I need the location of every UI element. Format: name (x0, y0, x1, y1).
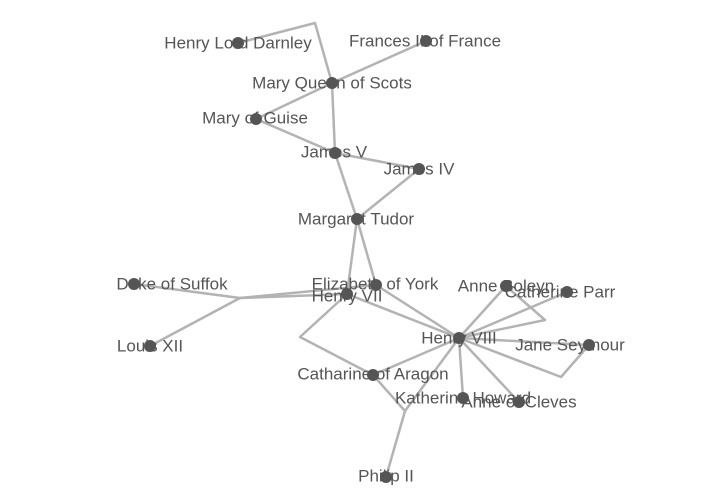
edge-henry8-howard (457, 337, 465, 399)
node-margaret[interactable] (351, 213, 363, 225)
node-aragon[interactable] (367, 369, 379, 381)
edge-henry8-parr (458, 290, 568, 340)
node-label-guise: Mary of Guise (202, 108, 308, 127)
edge-henry7-aragon (298, 293, 374, 377)
node-label-parr: Catherine Parr (505, 282, 616, 301)
edge-boleyn-henry8-b (458, 285, 547, 340)
node-seymour[interactable] (583, 339, 595, 351)
edge-henry8-seymour (458, 336, 590, 347)
node-label-mqs: Mary Queen of Scots (252, 73, 412, 92)
node-label-james5: James V (301, 142, 368, 161)
edge-henry8-boleyn (458, 285, 507, 339)
edge-margaret-henry7 (345, 218, 359, 295)
node-louis12[interactable] (144, 340, 156, 352)
edge-james4-margaret (356, 168, 420, 220)
edge-margaret-elizabeth (355, 218, 378, 286)
node-boleyn[interactable] (500, 280, 512, 292)
node-label-james4: James IV (384, 159, 456, 178)
node-guise[interactable] (250, 113, 262, 125)
node-label-suffolk: Duke of Suffok (116, 274, 228, 293)
edge-mqs-james5 (330, 82, 337, 154)
edge-james5-james4 (334, 151, 420, 171)
node-elizabeth[interactable] (370, 279, 382, 291)
edge-darnley-mqs (237, 21, 334, 84)
node-darnley[interactable] (232, 37, 244, 49)
edge-henry8-philip2 (403, 337, 461, 412)
node-label-cleves: Anne of Cleves (461, 392, 576, 411)
node-james5[interactable] (329, 147, 341, 159)
node-label-boleyn: Anne Boleyn (458, 276, 554, 295)
node-label-henry7: Henry VII (312, 286, 383, 305)
node-label-margaret: Margaret Tudor (298, 209, 415, 228)
edge-james5-margaret (333, 152, 359, 220)
node-mqs[interactable] (326, 77, 338, 89)
node-suffolk[interactable] (128, 278, 140, 290)
nodes-layer (128, 35, 595, 483)
edge-elizabeth-henry8 (375, 283, 460, 340)
node-label-elizabeth: Elizabeth of York (312, 274, 439, 293)
node-parr[interactable] (561, 286, 573, 298)
node-label-henry8: Henry VIII (421, 328, 497, 347)
node-label-aragon: Catharine of Aragon (297, 364, 448, 383)
edge-aragon-henry8 (372, 336, 460, 377)
labels-layer: Henry Lord Darnley Frances II of FranceMa… (116, 31, 625, 485)
node-philip2[interactable] (380, 471, 392, 483)
edge-henry8-cleves (458, 337, 520, 403)
edge-henry7-henry8 (346, 292, 460, 340)
edge-louis12-henry7 (149, 283, 377, 348)
node-label-seymour: Jane Seymour (515, 335, 625, 354)
edge-mqs-guise (255, 81, 333, 121)
node-james4[interactable] (413, 163, 425, 175)
edge-francis2-mqs (331, 39, 427, 85)
node-label-darnley: Henry Lord Darnley (164, 33, 312, 52)
node-label-philip2: Philip II (358, 466, 414, 485)
node-howard[interactable] (457, 392, 469, 404)
node-label-howard: Katherine Howard (395, 388, 531, 407)
node-henry7[interactable] (341, 288, 353, 300)
node-henry8[interactable] (453, 332, 465, 344)
node-label-louis12: Louis XII (117, 336, 183, 355)
edge-seymour-loop (458, 336, 590, 379)
edge-guise-james5 (255, 117, 336, 155)
node-francis2[interactable] (420, 35, 432, 47)
node-cleves[interactable] (513, 396, 525, 408)
node-label-francis2: Frances II of France (349, 31, 501, 50)
edges-layer (133, 21, 590, 478)
